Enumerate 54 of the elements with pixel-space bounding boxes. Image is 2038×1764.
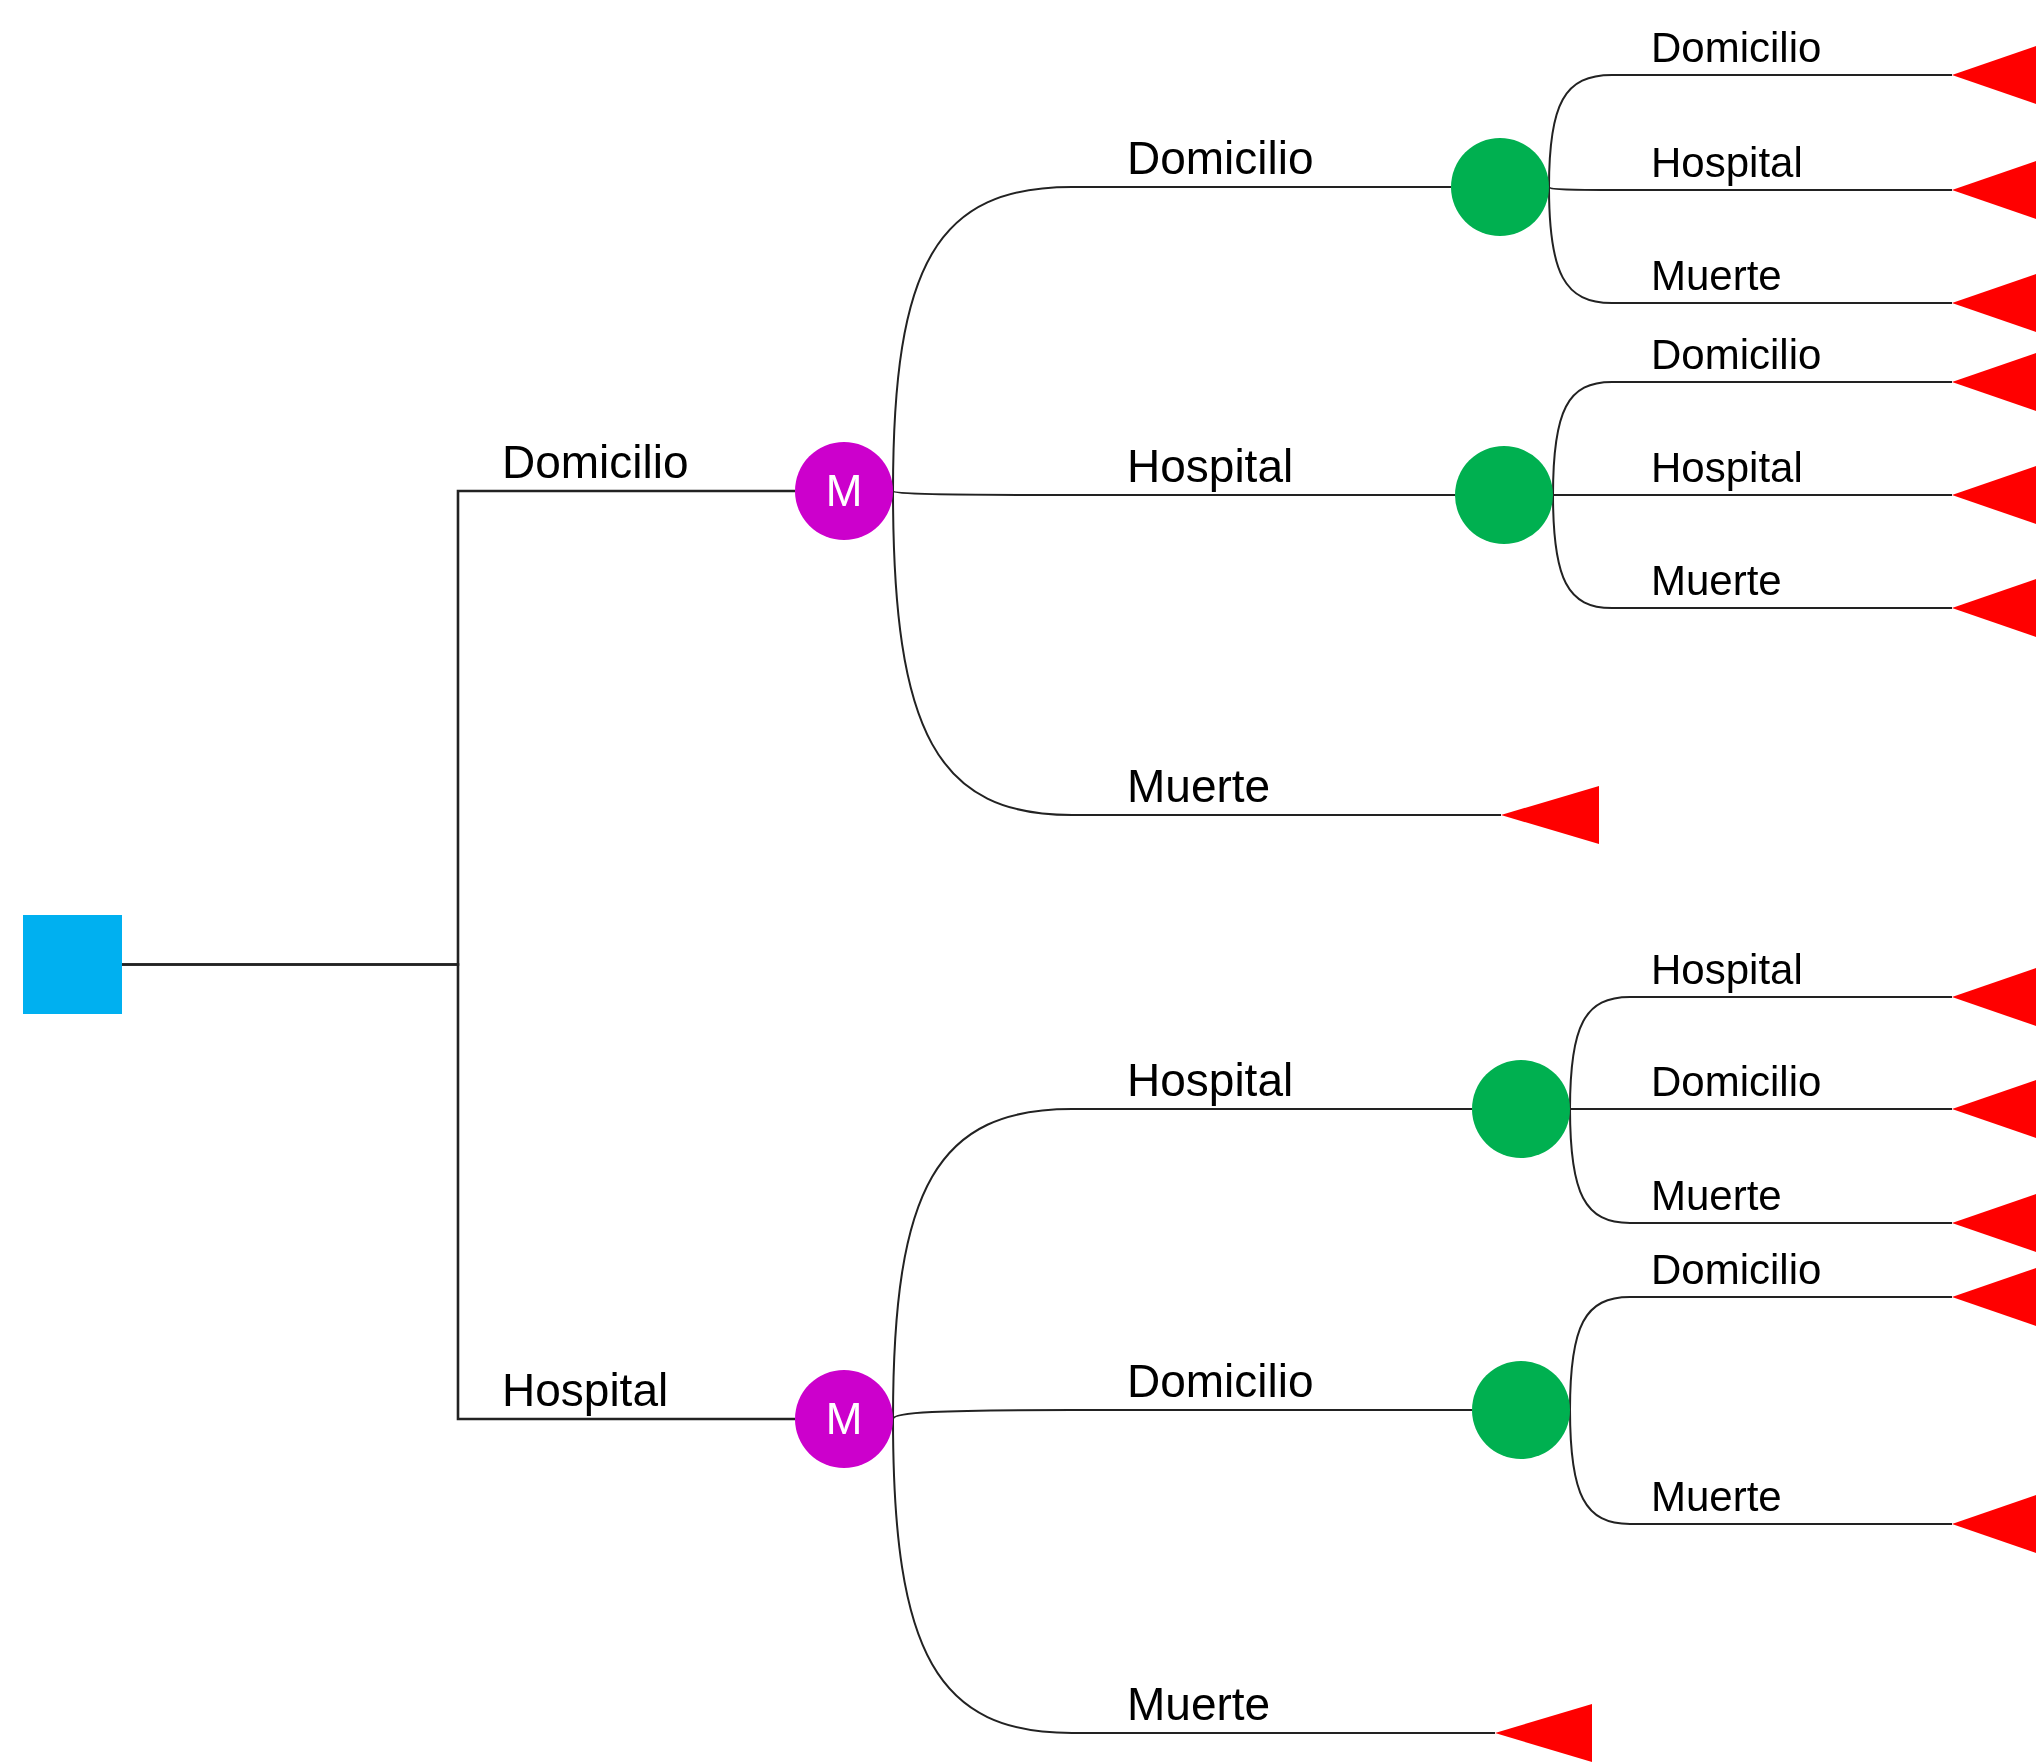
edge-label: Domicilio — [1651, 1061, 1822, 1103]
edge-label: Hospital — [1651, 447, 1803, 489]
branch-line — [892, 490, 1502, 816]
terminal-triangle — [1952, 579, 2036, 637]
branch-line — [1569, 1108, 1953, 1224]
branch-line — [1569, 1296, 1953, 1411]
edge-label: Domicilio — [1127, 1358, 1314, 1404]
branch-line — [1569, 996, 1953, 1110]
edge-label: Muerte — [1127, 1681, 1271, 1727]
terminal-triangle — [1952, 1194, 2036, 1252]
branch-line — [1569, 1409, 1953, 1525]
branch-line — [1569, 1108, 1953, 1110]
terminal-triangle — [1952, 1080, 2036, 1138]
edge-label: Muerte — [1651, 1476, 1782, 1518]
edge-label: Domicilio — [1651, 1249, 1822, 1291]
terminal-triangle — [1952, 968, 2036, 1026]
chance-circle — [1455, 446, 1553, 544]
branch-line — [1548, 186, 1953, 191]
markov-node: M — [795, 442, 893, 540]
branch-line — [1552, 494, 1953, 609]
terminal-triangle — [1952, 466, 2036, 524]
edge-label: Muerte — [1127, 763, 1271, 809]
terminal-triangle — [1952, 274, 2036, 332]
branch-line — [1552, 494, 1953, 496]
chance-circle — [1472, 1060, 1570, 1158]
edge-label: Domicilio — [1651, 334, 1822, 376]
edge-label: Muerte — [1651, 255, 1782, 297]
edge-label: Muerte — [1651, 1175, 1782, 1217]
edge-label: Domicilio — [1127, 135, 1314, 181]
terminal-triangle — [1952, 161, 2036, 219]
terminal-triangle — [1952, 353, 2036, 411]
terminal-triangle — [1952, 46, 2036, 104]
chance-circle — [1472, 1361, 1570, 1459]
branch-line — [892, 490, 1456, 496]
branch-line — [1552, 381, 1953, 496]
terminal-triangle — [1495, 1704, 1592, 1762]
markov-node: M — [795, 1370, 893, 1468]
branch-line — [892, 1418, 1496, 1734]
terminal-triangle — [1952, 1495, 2036, 1553]
branch-line — [1548, 74, 1953, 188]
decision-square — [23, 915, 122, 1014]
edge-label: Hospital — [1651, 142, 1803, 184]
edge-label: Domicilio — [1651, 27, 1822, 69]
edge-label: Muerte — [1651, 560, 1782, 602]
edge-label: Hospital — [1651, 949, 1803, 991]
branch-line — [892, 1409, 1473, 1420]
chance-circle — [1451, 138, 1549, 236]
branch-line — [892, 1108, 1473, 1420]
branch-line — [892, 186, 1452, 492]
terminal-triangle — [1952, 1268, 2036, 1326]
edge-label: Domicilio — [502, 439, 689, 485]
branch-line — [122, 963, 795, 1421]
terminal-triangle — [1501, 786, 1599, 844]
branch-line — [1548, 186, 1953, 304]
